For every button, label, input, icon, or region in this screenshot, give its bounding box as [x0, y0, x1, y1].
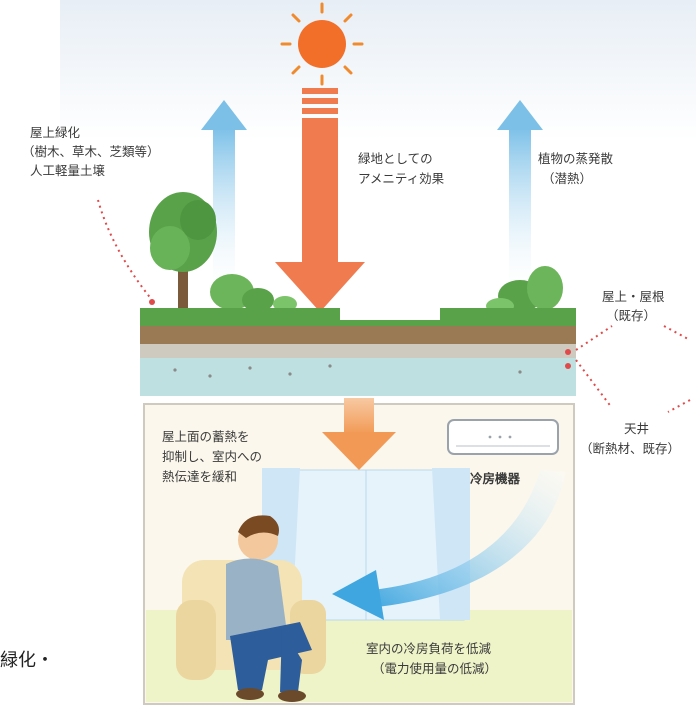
- sun-icon: [280, 2, 364, 86]
- heat-storage-label-1: 屋上面の蓄熱を: [162, 429, 250, 444]
- person-icon: [226, 515, 312, 702]
- evaporation-arrow-right: [497, 100, 543, 288]
- rooftop-greening-label-3: 人工軽量土壌: [30, 163, 106, 178]
- roof-layers: [140, 308, 576, 396]
- cooling-load-label-2: （電力使用量の低減）: [372, 661, 498, 676]
- heat-storage-label-2: 抑制し、室内への: [162, 449, 263, 464]
- evaporation-label-2: （潜熱）: [542, 171, 593, 186]
- cooling-load-label-1: 室内の冷房負荷を低減: [366, 641, 492, 656]
- leader-lines: [97, 199, 691, 413]
- rooftop-greening-label-1: 屋上緑化: [30, 125, 81, 140]
- aircon-label: 冷房機器: [470, 471, 521, 486]
- bush-icon: [210, 266, 563, 314]
- amenity-label-2: アメニティ効果: [358, 171, 445, 186]
- evaporation-arrow-left: [201, 100, 247, 288]
- heat-storage-label-3: 熱伝達を緩和: [162, 469, 238, 484]
- sky-background: [60, 0, 696, 140]
- cool-air-arrow: [332, 470, 566, 620]
- ceiling-label-2: （断熱材、既存）: [580, 441, 681, 456]
- sunlight-arrow: [275, 88, 365, 312]
- amenity-label-1: 緑地としての: [358, 151, 433, 166]
- evaporation-label-1: 植物の蒸発散: [538, 151, 614, 166]
- air-conditioner-icon: [447, 419, 559, 455]
- heat-transfer-arrow: [322, 398, 396, 470]
- roof-existing-label-2: （既存）: [606, 308, 657, 323]
- roof-existing-label-1: 屋上・屋根: [602, 289, 665, 304]
- tree-icon: [149, 192, 217, 308]
- ceiling-label-1: 天井: [624, 421, 650, 436]
- rooftop-greening-label-2: （樹木、草木、芝類等）: [22, 144, 160, 159]
- caption-fragment: 緑化・: [0, 650, 54, 671]
